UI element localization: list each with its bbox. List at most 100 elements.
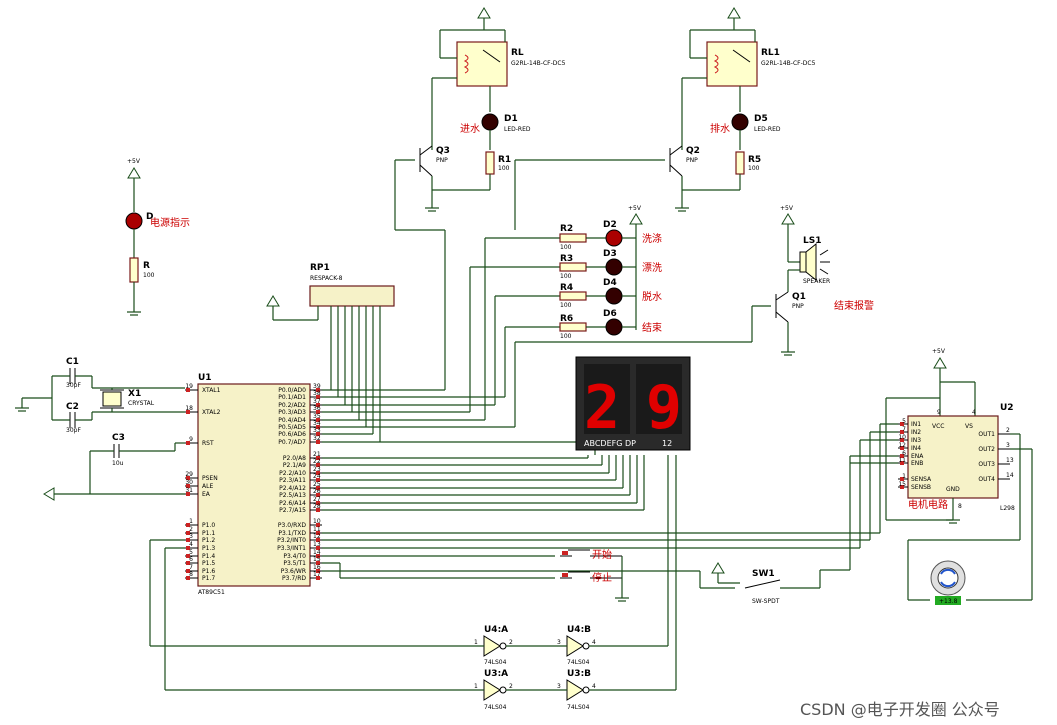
respack-rp1[interactable]: RP1 RESPACK-8: [266, 263, 395, 442]
resistor-r3-ref: R3: [560, 254, 573, 264]
u1-pin-name: P2.4/A12: [279, 485, 306, 492]
led-d6-cn: 结束: [642, 321, 662, 334]
u1-pin-num: 1: [189, 518, 193, 525]
u1-pin-name: P2.1/A9: [283, 462, 306, 469]
u1-pin-marker: [186, 576, 190, 580]
power-indicator[interactable]: +5V D 电源指示 R 100: [125, 158, 190, 316]
u3b-part: 74LS04: [567, 704, 590, 711]
led-row: +5V R2 100 D2 洗涤 R3 100 D3 漂洗: [469, 205, 662, 412]
led-d3-cn: 漂洗: [642, 262, 662, 274]
u1-pin-name: RST: [202, 440, 214, 447]
led-d5[interactable]: D5 LED-RED 排水: [710, 113, 781, 150]
switch-sw1[interactable]: SW1 SW-SPDT: [711, 562, 850, 605]
u1-pin-num: 7: [189, 564, 193, 571]
u1-pin-marker: [186, 531, 190, 535]
u1-pin-name: P3.7/RD: [282, 575, 306, 582]
u1-pin-num: 13: [313, 541, 321, 548]
u4b-part: 74LS04: [567, 659, 590, 666]
seven-seg-display[interactable]: 29 ABCDEFG DP 12: [575, 356, 691, 451]
u1-pin-num: 3: [189, 533, 193, 540]
u2-vcc-label: +5V: [932, 348, 946, 355]
sw1-part: SW-SPDT: [752, 598, 780, 605]
motor[interactable]: +13.8: [930, 560, 966, 605]
led-d3-branch[interactable]: R3 100 D3 漂洗: [470, 249, 662, 280]
u1-pin-marker: [316, 395, 320, 399]
transistor-q2[interactable]: Q2 PNP: [514, 145, 700, 230]
u2-part: L298: [1000, 505, 1015, 512]
u1-pin-num: 17: [313, 571, 321, 578]
c1-value: 30pF: [66, 382, 81, 389]
u2-pin-marker: [900, 477, 904, 481]
u1-pin-name: P0.3/AD3: [278, 409, 306, 416]
relay-rl1[interactable]: RL1 G2RL-14B-CF-DC5: [681, 7, 816, 150]
transistor-q1[interactable]: Q1 PNP 结束报警: [514, 291, 874, 390]
u1-pin-num: 29: [185, 471, 193, 478]
relay-rl-ref: RL: [511, 48, 524, 58]
led-d1-cn: 进水: [460, 123, 480, 135]
resistor-r2-ref: R2: [560, 224, 573, 234]
speaker-ls1[interactable]: +5V LS1 SPEAKER: [780, 205, 830, 292]
led-d5-part: LED-RED: [754, 126, 781, 133]
rp1-part: RESPACK-8: [310, 275, 343, 282]
u1-pin-marker: [186, 546, 190, 550]
u1-pin-num: 31: [185, 487, 193, 494]
u2-pin-name: OUT3: [978, 461, 995, 468]
u2-pin-num: 2: [1006, 427, 1010, 434]
u1-pin-marker: [316, 561, 320, 565]
svg-text:8: 8: [958, 503, 962, 510]
u2-pin-num: 6: [902, 450, 906, 457]
svg-text:3: 3: [557, 639, 561, 646]
u2-pin-name: OUT2: [978, 446, 995, 453]
relay-rl-part: G2RL-14B-CF-DC5: [511, 60, 566, 67]
u2-pin-name: SENSA: [911, 476, 932, 483]
led-d2-branch[interactable]: R2 100 D2 洗涤: [485, 220, 662, 251]
u1-pin-name: P3.1/TXD: [278, 530, 306, 537]
u1-pin-name: XTAL2: [202, 409, 221, 416]
power-label: +5V: [127, 158, 141, 165]
u2-pin-name: IN3: [911, 437, 921, 444]
display-segment-labels: ABCDEFG DP: [584, 439, 636, 448]
u1-pin-name: P3.4/T0: [283, 553, 306, 560]
led-d2-ref: D2: [603, 220, 617, 230]
sw1-ref: SW1: [752, 569, 775, 579]
u2-pin-num: 10: [898, 434, 906, 441]
speaker-part: SPEAKER: [803, 278, 830, 285]
rp1-ref: RP1: [310, 263, 330, 273]
u2-pin-name: ENB: [911, 460, 923, 467]
u1-pin-name: P0.5/AD5: [278, 424, 306, 431]
u1-pin-marker: [186, 523, 190, 527]
led-row-vcc: +5V: [628, 205, 642, 212]
button-start[interactable]: 开始: [560, 548, 622, 561]
svg-text:4: 4: [592, 639, 596, 646]
inverter-wires: [149, 455, 677, 691]
u1-pin-name: P1.1: [202, 530, 215, 537]
led-d6-branch[interactable]: R6 100 D6 结束: [505, 309, 662, 340]
u2-pin-marker: [900, 446, 904, 450]
transistor-q3-ref: Q3: [436, 146, 450, 156]
svg-text:VS: VS: [965, 423, 973, 430]
u1-pin-name: P2.7/A15: [279, 507, 306, 514]
u1-pin-num: 4: [189, 541, 193, 548]
resistor-r1[interactable]: R1 100: [432, 151, 511, 191]
u1-ref: U1: [198, 373, 212, 383]
power-led-ref: D: [146, 212, 153, 222]
led-d4-branch[interactable]: R4 100 D4 脱水: [495, 278, 662, 309]
transistor-q3[interactable]: Q3 PNP: [394, 145, 450, 390]
u1-pin-num: 37: [313, 398, 321, 405]
relay-rl[interactable]: RL G2RL-14B-CF-DC5: [431, 7, 566, 150]
button-pause[interactable]: 停止: [560, 571, 622, 584]
u4a-ref: U4:A: [484, 625, 508, 635]
svg-text:VCC: VCC: [932, 423, 944, 430]
u1-pin-marker: [186, 410, 190, 414]
u1-pin-num: 27: [313, 496, 321, 503]
u2-pin-name: ENA: [911, 453, 924, 460]
u1-pin-marker: [316, 418, 320, 422]
resistor-r5[interactable]: R5 100: [682, 151, 761, 191]
u1-pin-name: P2.6/A14: [279, 500, 306, 507]
u1-pin-num: 22: [313, 458, 321, 465]
u1-pin-marker: [186, 569, 190, 573]
led-d1[interactable]: D1 LED-RED 进水: [460, 113, 531, 150]
mcu-u1[interactable]: U1 AT89C51 19XTAL118XTAL29RST29PSEN30ALE…: [185, 373, 322, 596]
clock-circuit[interactable]: C1 30pF C2 30pF X1 CRYSTAL C3 10u: [15, 357, 185, 501]
